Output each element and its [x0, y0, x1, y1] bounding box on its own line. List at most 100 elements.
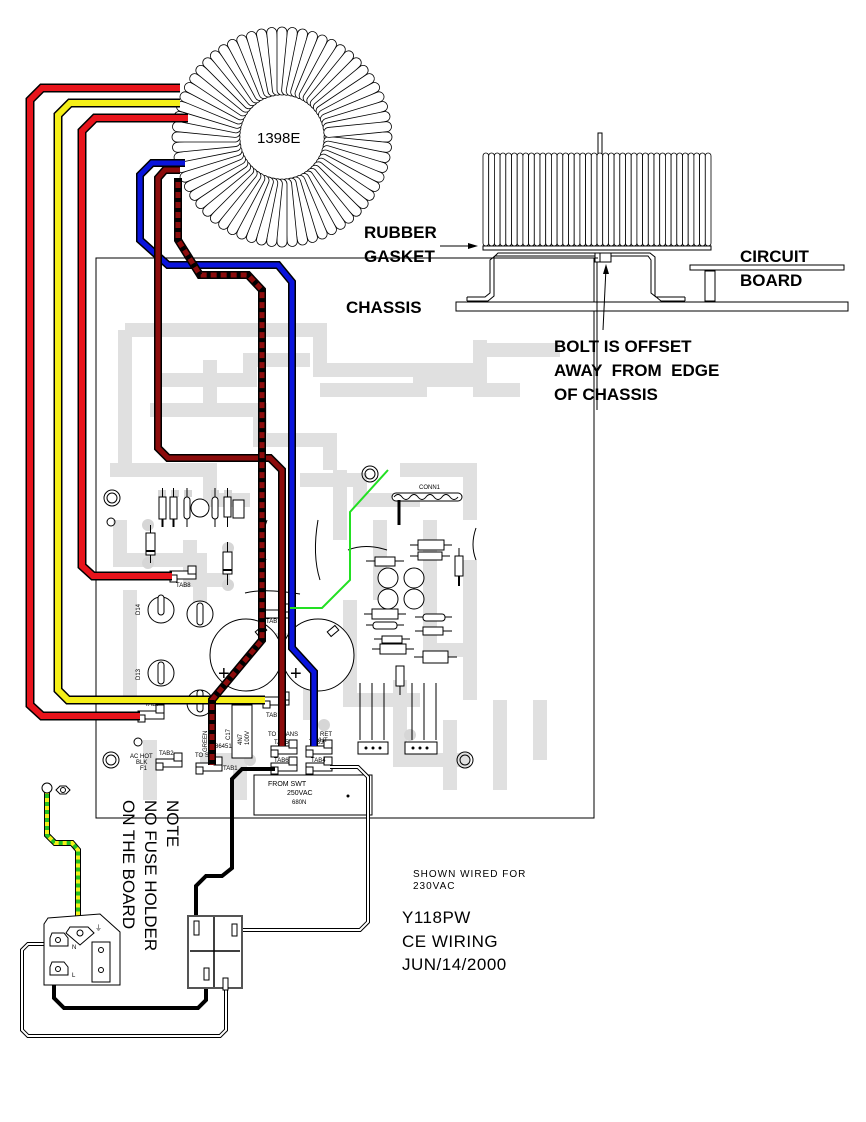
side-winding: [659, 152, 666, 247]
bolt-note-line1: BOLT IS OFFSET: [554, 337, 692, 356]
side-winding: [488, 152, 495, 247]
680n-label: 680N: [292, 800, 306, 806]
toroid-windings: [171, 26, 393, 248]
side-winding: [493, 152, 501, 247]
y-capacitor: [231, 704, 253, 759]
white-wire-switch-inlet: [21, 943, 227, 1037]
chassis-label: CHASSIS: [346, 298, 422, 317]
side-winding: [562, 152, 569, 247]
side-winding: [630, 152, 638, 247]
green-label: GREEN: [203, 731, 209, 752]
250vac-label: 250VAC: [287, 790, 313, 797]
tab7-label: TAB7: [145, 702, 160, 708]
black-wire-switch-inlet: [52, 975, 208, 1010]
regulator-d14: [147, 594, 175, 624]
power-switch: [187, 915, 243, 991]
svg-text:+: +: [218, 663, 230, 685]
side-winding: [619, 152, 626, 247]
bolt-note-line2: AWAY FROM EDGE: [554, 361, 719, 380]
cap-polarity-marker: [326, 624, 340, 638]
shown-wired-line1: SHOWN WIRED FOR: [413, 869, 526, 880]
side-winding: [699, 152, 706, 247]
date-label: JUN/14/2000: [402, 955, 507, 974]
side-winding: [482, 152, 490, 247]
d13-label: D13: [136, 668, 142, 680]
ground-wire-yellow-stripe: [45, 790, 80, 925]
side-winding: [556, 152, 564, 247]
tab2-terminal: [155, 752, 183, 771]
side-winding: [528, 152, 535, 247]
note-line2: NO FUSE HOLDER: [141, 800, 160, 951]
bolt-note-line3: OF CHASSIS: [554, 385, 658, 404]
side-winding: [568, 152, 575, 247]
from-swt-label: FROM SWT: [268, 781, 307, 788]
tab-mid-label: TAB: [266, 713, 277, 719]
circuit-board-side: [689, 264, 845, 271]
side-winding: [613, 152, 621, 247]
side-winding: [665, 152, 672, 247]
arc-mark: [472, 527, 477, 561]
black-wire-tab6-switch: [194, 767, 275, 927]
mounting-hole: [103, 489, 121, 507]
toroid-winding: [323, 121, 392, 138]
tab3-terminal: [305, 739, 333, 758]
side-winding: [551, 152, 558, 247]
wires: [20, 83, 389, 1038]
side-winding: [590, 152, 598, 247]
resistor-row: [158, 488, 245, 527]
mounting-hole: [102, 751, 120, 769]
transformer-label: 1398E: [257, 130, 300, 147]
tab6-label: TAB6: [274, 758, 289, 764]
striped-wire-stripes: [175, 178, 265, 765]
green-wire: [290, 469, 389, 609]
yellow-wire: [55, 100, 265, 703]
side-winding: [573, 152, 581, 247]
transformer-side-view: [346, 132, 849, 410]
board-hole: [133, 737, 143, 747]
tab-upper-label: TAB: [266, 619, 277, 625]
component-cluster: [364, 539, 464, 695]
ce-wiring-label: CE WIRING: [402, 932, 498, 951]
side-winding: [693, 152, 701, 247]
tab4-label: TAB4: [311, 758, 326, 764]
side-winding: [579, 152, 587, 247]
ground-wire-green: [45, 790, 80, 925]
standoff: [704, 270, 716, 302]
circuit-board-label-line2: BOARD: [740, 271, 802, 290]
side-winding: [704, 152, 712, 247]
side-winding: [545, 152, 552, 247]
diode: [222, 542, 233, 585]
c17-label: C17: [226, 728, 232, 740]
dark-red-wire: [155, 167, 285, 746]
tab-terminals: [137, 565, 333, 775]
shown-wired-line2: 230VAC: [413, 881, 456, 892]
side-winding: [533, 152, 541, 247]
conn1-connector: [391, 492, 463, 525]
tab4-terminal: [305, 756, 333, 775]
ac-ret-label: AC RET: [310, 732, 332, 738]
side-winding: [682, 152, 689, 247]
inlet-n-label: N: [72, 945, 76, 951]
side-winding: [608, 152, 615, 247]
side-winding: [539, 152, 547, 247]
to-sw-label: TO SW: [195, 753, 215, 759]
blue-wire: [137, 160, 317, 746]
side-winding: [596, 152, 604, 247]
rubber-label-line2: GASKET: [364, 247, 435, 266]
tab1-label: TAB1: [223, 766, 238, 772]
regulator-d13: [147, 659, 175, 687]
ground-wire-outline: [44, 790, 81, 925]
side-windings: [482, 152, 712, 247]
side-winding: [636, 152, 644, 247]
rubber-gasket: [482, 245, 712, 251]
cap-4n7-label: 4N7: [238, 733, 244, 745]
chassis-plate: [455, 301, 849, 312]
x-capacitor: [253, 774, 373, 816]
board-hole: [106, 517, 116, 527]
side-winding: [499, 152, 507, 247]
side-winding: [653, 152, 661, 247]
blk-label: BLK: [136, 760, 147, 766]
side-winding: [505, 152, 512, 247]
header-connector: [357, 683, 389, 755]
